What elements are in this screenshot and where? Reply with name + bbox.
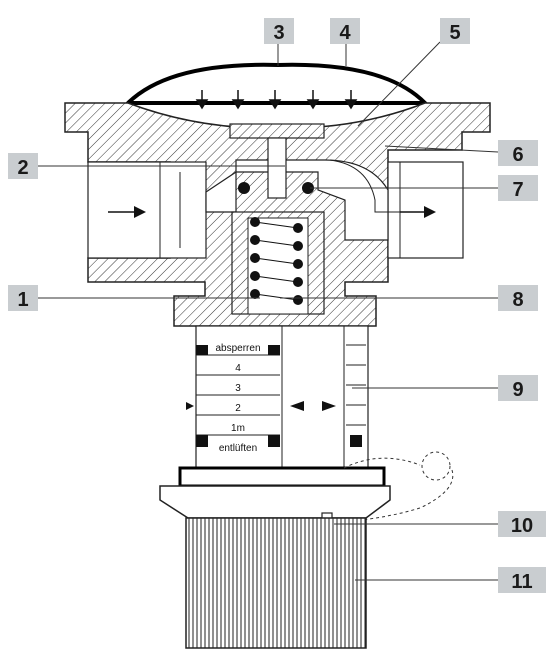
callout-2: 2	[8, 153, 38, 179]
callout-1: 1	[8, 285, 38, 311]
leader-lines	[38, 41, 499, 581]
cap-collar	[159, 485, 391, 519]
svg-text:9: 9	[512, 379, 523, 401]
pressure-arrows	[195, 90, 358, 110]
scale-label-top: absperren	[215, 343, 260, 354]
callout-10: 10	[498, 511, 546, 537]
svg-text:1: 1	[17, 289, 28, 311]
svg-text:5: 5	[449, 22, 460, 44]
scale-ticks	[196, 344, 366, 436]
callout-4: 4	[330, 18, 360, 44]
svg-text:8: 8	[512, 289, 523, 311]
scale-indicator-right	[322, 401, 336, 411]
callout-11: 11	[498, 567, 546, 593]
diaphragm-plate	[229, 123, 325, 139]
seal-tag	[421, 451, 451, 481]
inlet-port	[87, 161, 207, 259]
scale-mark-3: 3	[235, 383, 241, 394]
svg-text:11: 11	[511, 571, 532, 593]
scale-mark-4: 4	[235, 363, 241, 374]
svg-text:4: 4	[339, 22, 351, 44]
diaphragm-cap	[123, 62, 430, 105]
inner-chamber	[205, 159, 389, 241]
o-ring-right	[302, 182, 314, 194]
flow-arrows	[108, 159, 436, 218]
scale-mark-1m: 1m	[231, 423, 245, 434]
callout-9: 9	[498, 375, 538, 401]
svg-text:6: 6	[512, 144, 523, 166]
callout-7: 7	[498, 175, 538, 201]
cap-flange	[178, 466, 386, 488]
scale-mark-2: 2	[235, 403, 241, 414]
svg-text:3: 3	[273, 22, 284, 44]
scale-indicator-left	[186, 402, 194, 410]
callout-8: 8	[498, 285, 538, 311]
compression-spring	[250, 217, 303, 305]
svg-text:7: 7	[512, 179, 523, 201]
svg-text:10: 10	[511, 515, 533, 537]
callout-3: 3	[264, 18, 294, 44]
callout-5: 5	[440, 18, 470, 44]
knurled-knob	[185, 517, 367, 649]
scale-indicator-mid	[290, 401, 304, 411]
scale-label-bottom: entlüften	[219, 443, 257, 454]
o-ring-left	[238, 182, 250, 194]
valve-stem	[267, 137, 287, 199]
callout-6: 6	[498, 140, 538, 166]
svg-text:2: 2	[17, 157, 28, 179]
